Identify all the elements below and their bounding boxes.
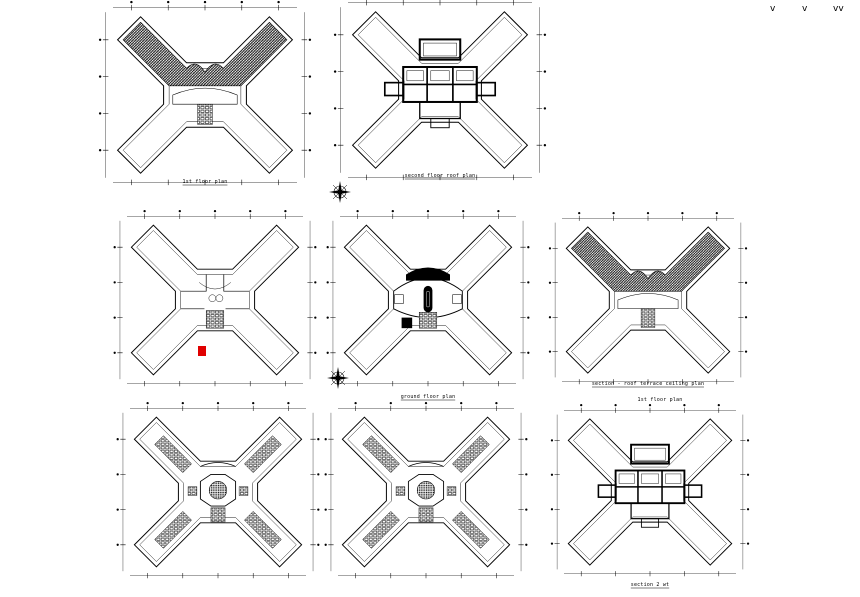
- corner-mark: vv: [833, 4, 844, 14]
- plan-caption: section 2 wt: [631, 582, 670, 588]
- floor-plan-p7: [324, 401, 528, 579]
- corner-mark: v: [802, 4, 808, 14]
- floor-plan-p1: [98, 0, 312, 186]
- north-arrow-icon: [328, 180, 352, 204]
- floor-plan-p5: [548, 211, 748, 385]
- highlight-marker: [198, 346, 206, 356]
- floor-plan-p6: [116, 401, 320, 579]
- plan-caption: section - roof terrace ceiling plan: [592, 381, 704, 387]
- floor-plan-p2: [333, 0, 547, 181]
- floor-plan-p8: [550, 403, 750, 577]
- corner-mark: v: [770, 4, 776, 14]
- plan-caption: 1st floor plan: [183, 179, 228, 185]
- floor-plan-p3: [113, 209, 317, 387]
- plan-subcaption: 1st floor plan: [638, 397, 683, 403]
- plan-caption: second floor roof plan: [405, 173, 476, 179]
- north-arrow-icon: [326, 366, 350, 390]
- plan-caption: ground floor plan: [401, 394, 456, 400]
- floor-plan-p4: [326, 209, 530, 387]
